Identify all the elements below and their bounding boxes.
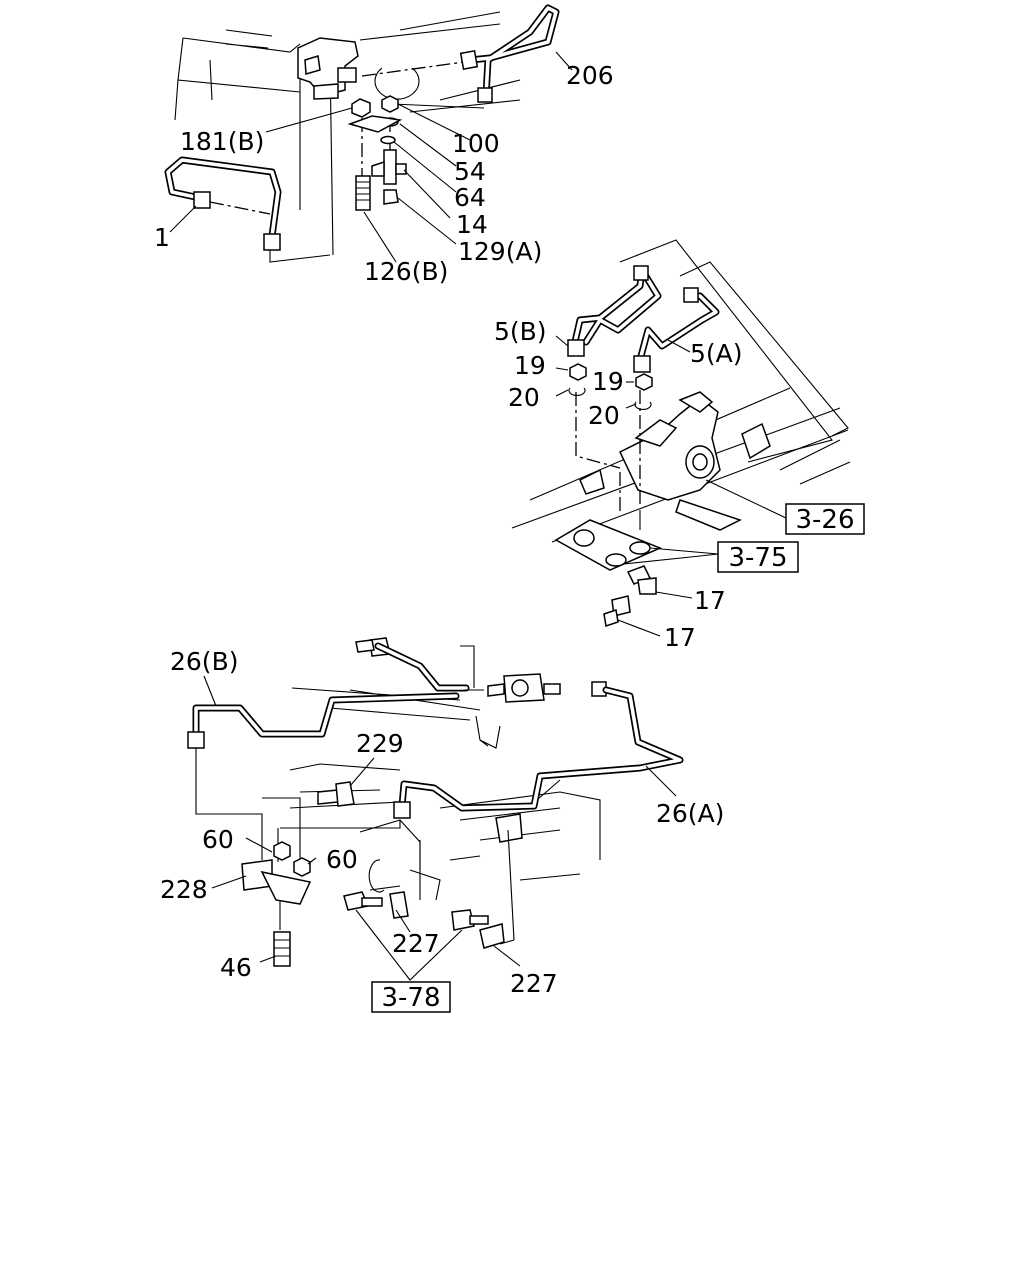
label-60-right: 60 (326, 845, 358, 874)
ref-box-3-78: 3-78 (371, 981, 451, 1013)
leaders-lower (203, 675, 677, 981)
ref-3-75: 3-75 (728, 543, 787, 573)
bolt-46 (273, 931, 291, 967)
label-100: 100 (452, 129, 500, 158)
label-60-left: 60 (202, 825, 234, 854)
label-181b: 181(B) (180, 127, 264, 156)
union-lower (355, 637, 607, 703)
leaders-top (169, 51, 573, 263)
valve-assembly-top (174, 11, 521, 263)
ref-3-78: 3-78 (381, 983, 440, 1013)
label-17-lower: 17 (664, 623, 696, 652)
label-19-left: 19 (514, 351, 546, 380)
pipe-26b (187, 692, 460, 749)
bolt-229 (317, 781, 355, 807)
ref-3-26: 3-26 (795, 505, 854, 535)
label-26a: 26(A) (656, 799, 724, 828)
label-5a: 5(A) (690, 339, 743, 368)
leaders-middle (555, 335, 787, 637)
label-228: 228 (160, 875, 208, 904)
pipe-1 (164, 156, 282, 251)
label-206: 206 (566, 61, 614, 90)
bracket-227 (343, 813, 523, 949)
small-parts-middle (568, 363, 657, 627)
label-20-right: 20 (588, 401, 620, 430)
pipe-5b (567, 265, 662, 357)
bracket-228 (241, 841, 312, 905)
ref-box-3-75: 3-75 (717, 541, 799, 573)
label-229: 229 (356, 729, 404, 758)
ref-box-3-26: 3-26 (785, 503, 865, 535)
label-14: 14 (456, 210, 488, 239)
pipe-small-lower (374, 642, 470, 692)
label-227-right: 227 (510, 969, 558, 998)
label-17-upper: 17 (694, 586, 726, 615)
label-19-right: 19 (592, 367, 624, 396)
label-227-left: 227 (392, 929, 440, 958)
label-1: 1 (154, 223, 170, 252)
label-54: 54 (454, 157, 486, 186)
label-46: 46 (220, 953, 252, 982)
label-64: 64 (454, 183, 486, 212)
label-129a: 129(A) (458, 237, 542, 266)
label-5b: 5(B) (494, 317, 547, 346)
label-26b: 26(B) (170, 647, 238, 676)
label-20-left: 20 (508, 383, 540, 412)
pipe-26a (393, 686, 684, 819)
pipe-5a (633, 287, 720, 373)
label-126b: 126(B) (364, 257, 448, 286)
pipe-206 (459, 4, 560, 103)
valve-assembly-middle (511, 239, 851, 571)
part-labels: 206 181(B) 100 54 64 14 129(A) 1 126(B) … (154, 61, 743, 998)
